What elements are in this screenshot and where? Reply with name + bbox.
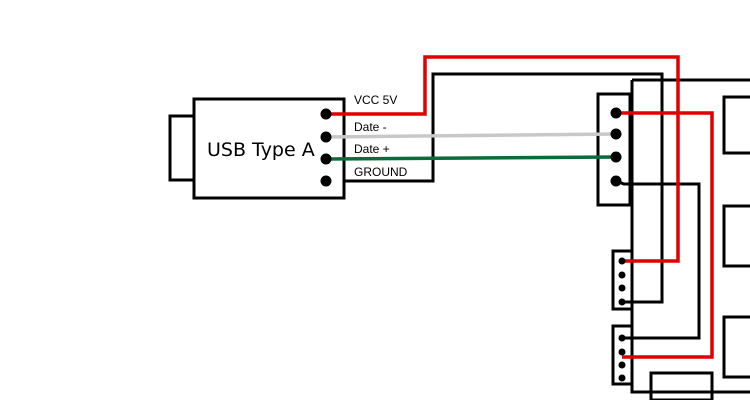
board-pin-2 xyxy=(610,128,622,140)
header-a-pin-4 xyxy=(618,298,626,306)
header-a-pin-1 xyxy=(618,257,626,265)
header-pins xyxy=(618,257,626,382)
board-outline xyxy=(630,78,750,394)
pin-label-data-plus: Date + xyxy=(354,142,390,156)
data-minus-wire xyxy=(325,132,617,139)
board-pad-low-right xyxy=(722,315,750,379)
board-pins xyxy=(610,107,622,187)
vcc-wire xyxy=(326,55,680,263)
usb-connector-body xyxy=(192,97,346,200)
target-board xyxy=(596,78,750,400)
vcc-wire-board xyxy=(616,111,714,359)
board-header-a xyxy=(611,249,634,311)
header-b-pin-1 xyxy=(618,334,626,342)
pin-label-vcc: VCC 5V xyxy=(354,93,397,107)
usb-pin-ground xyxy=(320,175,332,187)
header-a-pin-2 xyxy=(618,271,626,279)
usb-pin-data-minus xyxy=(320,131,332,143)
pin-labels: VCC 5V Date - Date + GROUND xyxy=(354,93,408,179)
ground-wire xyxy=(344,72,664,304)
pin-label-data-minus: Date - xyxy=(354,120,387,134)
header-b-pin-3 xyxy=(618,361,626,369)
usb-pins xyxy=(320,108,332,187)
header-a-pin-3 xyxy=(618,284,626,292)
usb-pin-vcc xyxy=(320,108,332,120)
wires xyxy=(325,55,714,359)
board-pad-bottom xyxy=(649,371,714,400)
header-b-pin-4 xyxy=(618,374,626,382)
usb-pin-data-plus xyxy=(320,153,332,165)
board-pad-top-right xyxy=(722,95,750,155)
usb-plug-tab xyxy=(168,114,197,182)
usb-connector: USB Type A xyxy=(168,97,346,200)
ground-wire-board xyxy=(615,179,701,340)
board-pin-3 xyxy=(610,151,622,163)
pin-label-ground: GROUND xyxy=(354,165,408,179)
board-pad-mid-right xyxy=(722,204,750,268)
data-plus-wire xyxy=(325,155,617,161)
board-pin-1 xyxy=(610,107,622,119)
usb-connector-title: USB Type A xyxy=(207,139,315,161)
board-pin-4 xyxy=(610,175,622,187)
header-b-pin-2 xyxy=(618,348,626,356)
